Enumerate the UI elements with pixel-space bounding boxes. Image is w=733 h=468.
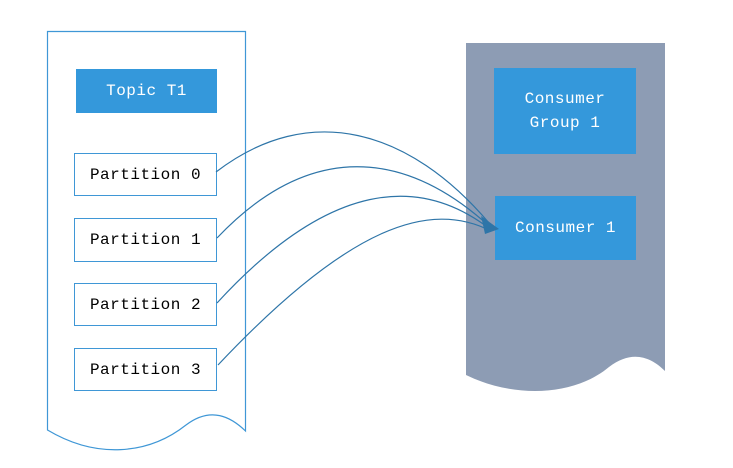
partition-label-0: Partition 0	[89, 165, 202, 184]
partition-box-0: Partition 0	[74, 153, 217, 196]
partition-box-1: Partition 1	[74, 218, 217, 262]
consumer-group-box: Consumer Group 1	[494, 68, 636, 154]
consumer-group-label: Consumer Group 1	[524, 90, 606, 132]
partition-box-2: Partition 2	[74, 283, 217, 326]
partition-label-3: Partition 3	[89, 360, 202, 379]
consumer-box: Consumer 1	[495, 196, 636, 260]
topic-title-box: Topic T1	[76, 69, 217, 113]
partition-label-1: Partition 1	[89, 231, 202, 249]
consumer-label: Consumer 1	[514, 219, 616, 237]
partition-box-3: Partition 3	[74, 348, 217, 391]
partition-label-2: Partition 2	[89, 295, 202, 314]
topic-title-label: Topic T1	[106, 82, 187, 100]
